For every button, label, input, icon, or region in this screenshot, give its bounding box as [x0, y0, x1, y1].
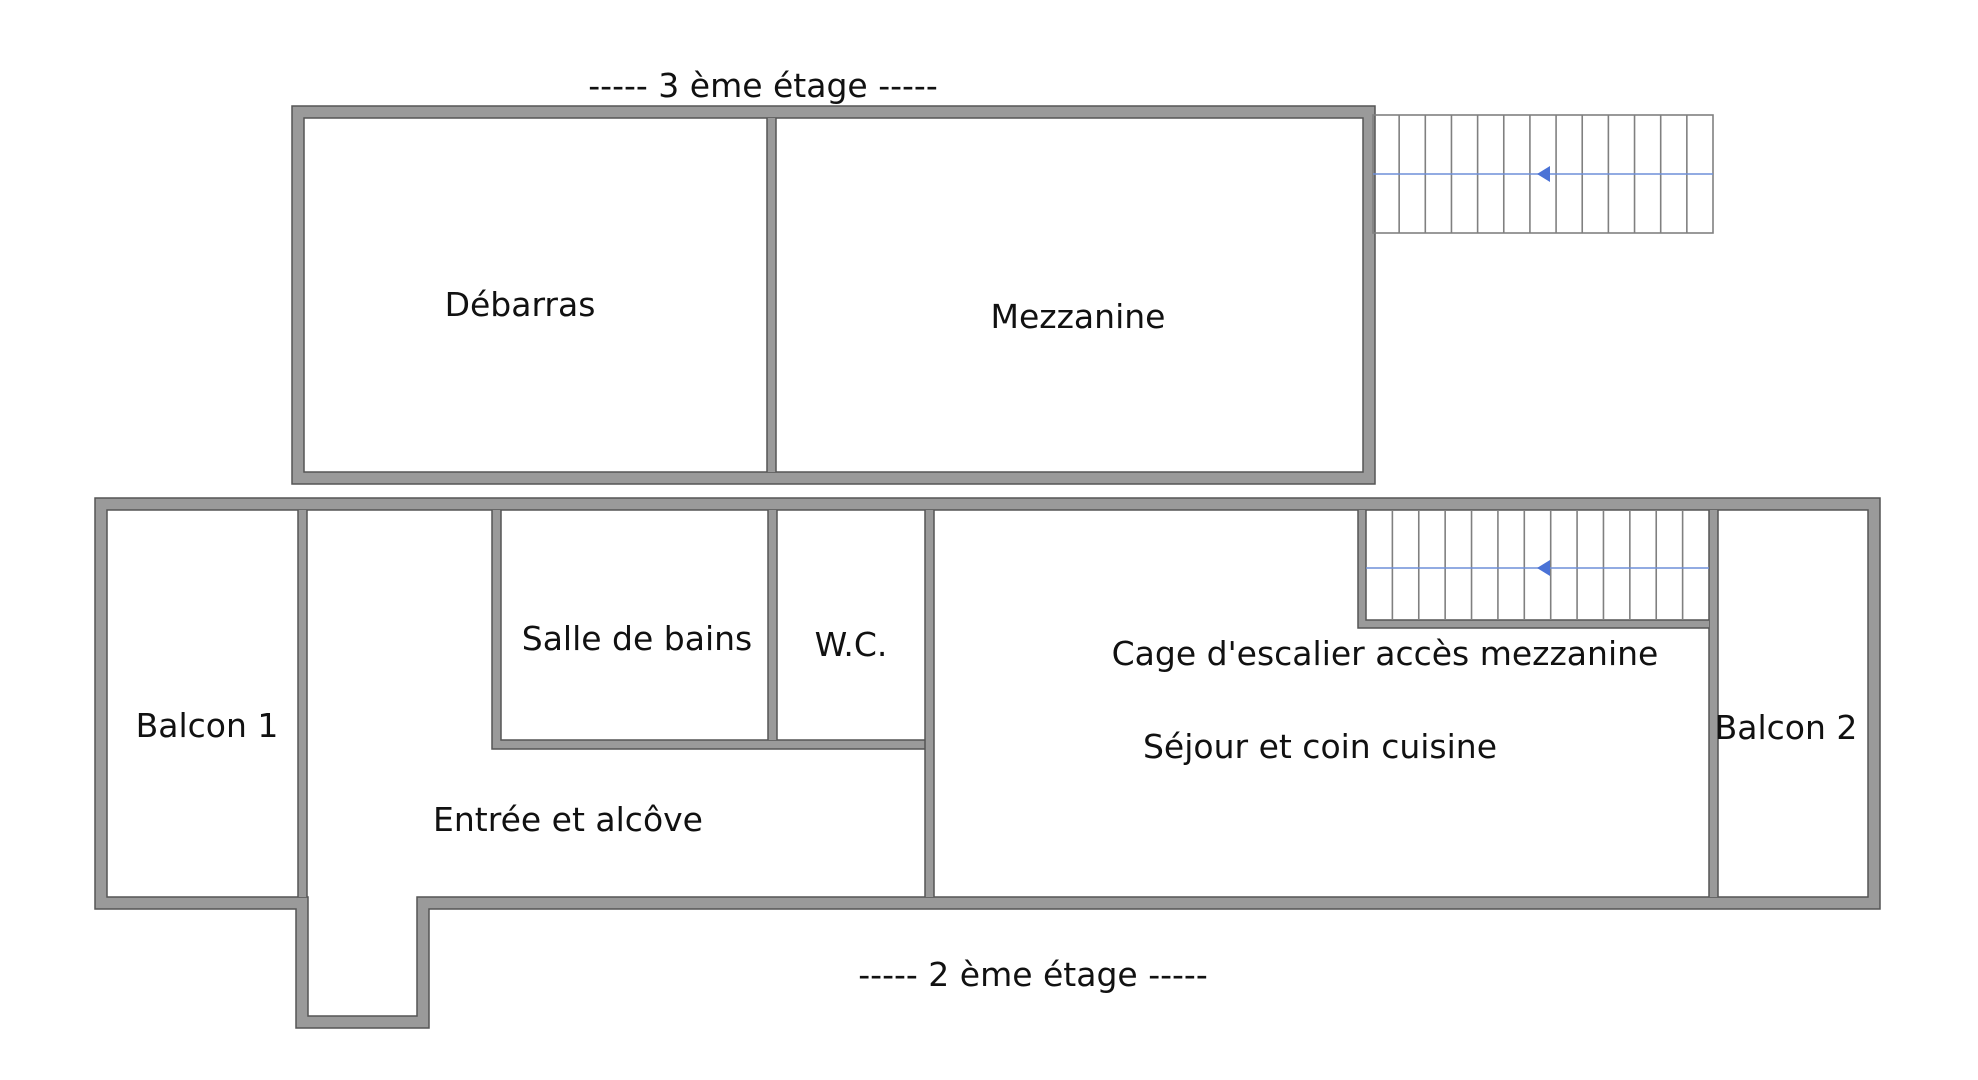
lower-staircase — [1366, 510, 1709, 620]
upper-floor-outer-edge — [291, 105, 1376, 485]
room-label-entree: Entrée et alcôve — [433, 800, 703, 839]
room-label-balcon2: Balcon 2 — [1715, 708, 1858, 747]
lower-floor-label: ----- 2 ème étage ----- — [858, 955, 1208, 994]
room-label-balcon1: Balcon 1 — [136, 706, 279, 745]
room-label-salle-de-bains: Salle de bains — [522, 619, 752, 658]
wall-wc-sejour — [925, 510, 934, 897]
upper-floor-inner-edge — [303, 117, 1364, 473]
lower-floor — [94, 497, 1881, 1029]
room-label-sejour: Séjour et coin cuisine — [1143, 727, 1497, 766]
upper-staircase — [1372, 114, 1714, 234]
wall-sejour-balcon2 — [1709, 510, 1718, 897]
room-label-wc: W.C. — [815, 625, 888, 664]
lower-floor-outer-edge — [94, 497, 1881, 1029]
room-label-debarras: Débarras — [445, 285, 596, 324]
upper-stair-arrow-icon — [1537, 166, 1550, 182]
room-label-cage-escalier: Cage d'escalier accès mezzanine — [1112, 634, 1659, 673]
room-label-mezzanine: Mezzanine — [991, 297, 1166, 336]
lower-stair-arrow-icon — [1537, 560, 1550, 576]
upper-floor — [291, 105, 1376, 485]
lower-floor-inner-edge — [106, 509, 1869, 1017]
upper-floor-label: ----- 3 ème étage ----- — [588, 66, 938, 105]
wall-balcon1-entree — [298, 510, 307, 897]
lower-floor-outer-wall — [95, 498, 1880, 1028]
partition-debarras-mezzanine — [767, 118, 776, 472]
upper-floor-outer-wall — [292, 106, 1375, 484]
lower-stair-treads — [1391, 510, 1684, 620]
wall-sdb-wc — [768, 510, 777, 740]
